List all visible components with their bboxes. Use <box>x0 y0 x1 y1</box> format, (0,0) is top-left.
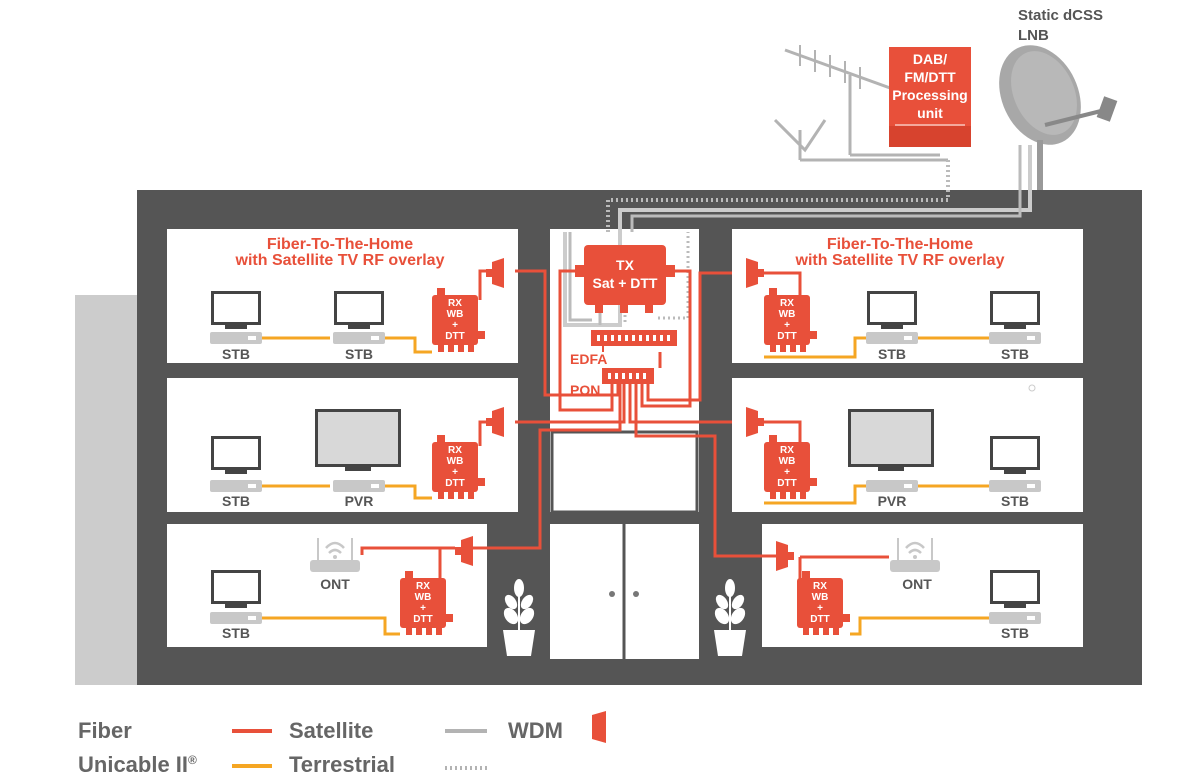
ont-label: ONT <box>902 576 932 592</box>
legend-terrestrial: Terrestrial <box>289 752 395 777</box>
processing-line3: Processing <box>892 87 967 103</box>
rx-label: + <box>452 320 458 331</box>
tv-icon <box>990 291 1040 329</box>
rx-label: WB <box>779 309 796 320</box>
wdm-icon <box>592 711 606 743</box>
rx-label: RX <box>813 581 827 592</box>
stb-label: STB <box>1001 346 1029 362</box>
rx-label: + <box>420 603 426 614</box>
tv-icon <box>211 570 261 608</box>
rx-label: + <box>817 603 823 614</box>
set-top-box-icon <box>989 480 1041 492</box>
tx-labels: TX Sat + DTT <box>593 257 658 291</box>
rx-label: WB <box>447 456 464 467</box>
processing-line1: DAB/ <box>913 51 947 67</box>
set-top-box-icon <box>989 332 1041 344</box>
title-right-line1: Fiber-To-The-Home <box>827 236 973 253</box>
set-top-box-icon <box>210 480 262 492</box>
room-titles: Fiber-To-The-Home with Satellite TV RF o… <box>235 236 1005 269</box>
rx-label: DTT <box>810 614 829 625</box>
set-top-box-icon <box>210 612 262 624</box>
pvr-label: PVR <box>345 493 374 509</box>
tv-icon <box>990 436 1040 474</box>
processing-unit <box>889 47 971 147</box>
pon-splitter <box>602 368 654 384</box>
rx-label: DTT <box>777 331 796 342</box>
set-top-box-icon <box>333 480 385 492</box>
tx-unit <box>575 245 675 313</box>
roof-labels: Static dCSS LNB <box>1018 7 1103 44</box>
set-top-box-icon <box>210 332 262 344</box>
tv-icon <box>334 291 384 329</box>
title-left-line1: Fiber-To-The-Home <box>267 236 413 253</box>
legend-unicable: Unicable II® <box>78 752 197 777</box>
rx-label: DTT <box>445 331 464 342</box>
router-icon <box>308 536 362 574</box>
stb-label: STB <box>878 346 906 362</box>
rx-label: WB <box>447 309 464 320</box>
processing-labels: DAB/ FM/DTT Processing unit <box>892 51 967 121</box>
rx-label: DTT <box>445 478 464 489</box>
tv-icon <box>211 436 261 474</box>
set-top-box-icon <box>989 612 1041 624</box>
rx-label: + <box>784 467 790 478</box>
tv-icon <box>867 291 917 329</box>
processing-line4: unit <box>917 105 943 121</box>
rx-label: RX <box>416 581 430 592</box>
title-right-line2: with Satellite TV RF overlay <box>795 252 1005 269</box>
tv-icon <box>848 409 934 471</box>
fiber-lines <box>360 269 889 585</box>
rx-label: DTT <box>413 614 432 625</box>
rx-label: DTT <box>777 478 796 489</box>
rx-label: WB <box>779 456 796 467</box>
lnb-label-line2: LNB <box>1018 27 1049 44</box>
rx-label: RX <box>448 298 462 309</box>
rx-label: WB <box>812 592 829 603</box>
center-labels: EDFA PON <box>570 351 607 398</box>
processing-line2: FM/DTT <box>904 69 956 85</box>
tv-icon <box>990 570 1040 608</box>
title-left-line2: with Satellite TV RF overlay <box>235 252 445 269</box>
stb-label: STB <box>222 625 250 641</box>
legend-wdm: WDM <box>508 718 563 743</box>
router-icon <box>888 536 942 574</box>
legend-satellite: Satellite <box>289 718 373 743</box>
stb-label: STB <box>222 346 250 362</box>
pvr-label: PVR <box>878 493 907 509</box>
set-top-box-icon <box>866 480 918 492</box>
ont-label: ONT <box>320 576 350 592</box>
rx-label: RX <box>448 445 462 456</box>
stb-label: STB <box>345 346 373 362</box>
antenna-icon <box>773 45 948 162</box>
stb-label: STB <box>222 493 250 509</box>
rx-label: + <box>452 467 458 478</box>
legend-fiber: Fiber <box>78 718 132 743</box>
set-top-box-icon <box>333 332 385 344</box>
stb-label: STB <box>1001 493 1029 509</box>
rx-label: + <box>784 320 790 331</box>
tv-icon <box>211 291 261 329</box>
set-top-box-icon <box>866 332 918 344</box>
edfa-label: EDFA <box>570 351 607 367</box>
satellite-dish-icon <box>999 45 1118 190</box>
terrestrial-feed-line <box>606 160 950 232</box>
rx-labels: RX WB + DTT RX WB + DTT RX WB + DTT RX W… <box>413 298 829 625</box>
rx-label: RX <box>780 445 794 456</box>
tx-line2: Sat + DTT <box>593 275 658 291</box>
edfa-unit <box>591 330 677 346</box>
tv-icon <box>315 409 401 471</box>
stb-label: STB <box>1001 625 1029 641</box>
device-labels: STB STB STB PVR ONT STB STB STB PVR STB … <box>222 346 1029 641</box>
unicable-lines <box>262 336 990 636</box>
pon-label: PON <box>570 382 600 398</box>
tx-line1: TX <box>616 257 635 273</box>
rx-label: RX <box>780 298 794 309</box>
legend: Fiber Unicable II® Satellite Terrestrial… <box>78 711 606 777</box>
rx-label: WB <box>415 592 432 603</box>
lnb-label-line1: Static dCSS <box>1018 7 1103 24</box>
